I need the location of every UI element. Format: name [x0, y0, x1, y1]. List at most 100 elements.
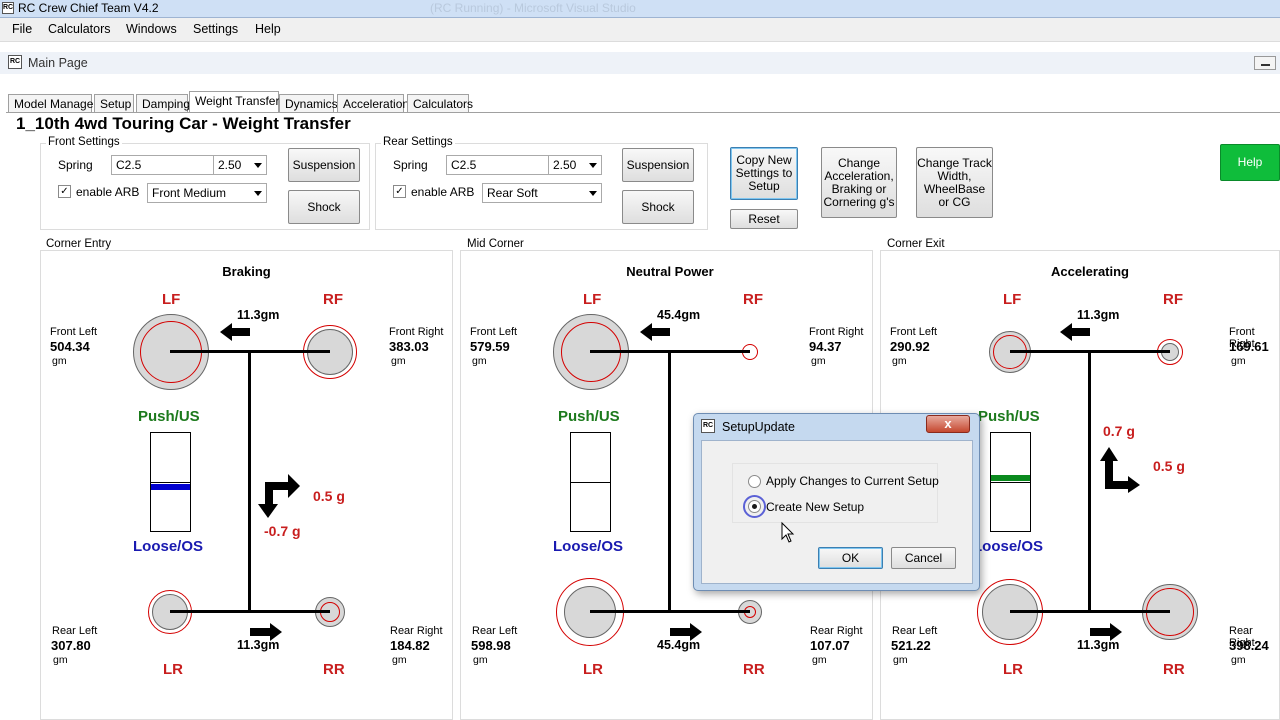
loose-os-label: Loose/OS: [553, 538, 624, 555]
front-spring-rate-value: 2.50: [218, 158, 242, 172]
arrow-right-icon: [250, 623, 282, 641]
g-longitudinal-label: 0.7 g: [1103, 423, 1135, 439]
front-left-value: 290.92: [890, 339, 930, 354]
option-group: [732, 463, 938, 523]
front-arb-value: Front Medium: [152, 186, 227, 200]
rear-left-value: 521.22: [891, 638, 931, 653]
front-left-unit: gm: [892, 355, 907, 367]
tab-model-manager[interactable]: Model Manager: [8, 94, 97, 112]
minimize-icon[interactable]: [1254, 56, 1276, 70]
g-vector-icon: [258, 474, 300, 518]
front-transfer-label: 11.3gm: [237, 308, 280, 322]
balance-bar: [151, 484, 190, 490]
setup-update-dialog: RC SetupUpdate x Apply Changes to Curren…: [693, 413, 980, 591]
chevron-down-icon: [254, 191, 262, 196]
rear-spring-rate-value: 2.50: [553, 158, 577, 172]
rear-spring-rate[interactable]: 2.50: [548, 155, 602, 175]
apply-changes-label: Apply Changes to Current Setup: [766, 474, 939, 488]
ok-button[interactable]: OK: [818, 547, 883, 569]
tab-acceleration[interactable]: Acceleration: [337, 94, 409, 112]
front-spring-rate[interactable]: 2.50: [213, 155, 267, 175]
front-arb-label: enable ARB: [76, 185, 140, 199]
chevron-down-icon: [589, 163, 597, 168]
rear-arb-label: enable ARB: [411, 185, 475, 199]
menu-calculators[interactable]: Calculators: [48, 22, 111, 36]
balance-meter: [570, 432, 611, 532]
create-new-radio[interactable]: [748, 500, 761, 513]
lr-label: LR: [583, 661, 603, 678]
front-left-name: Front Left: [470, 326, 518, 338]
rear-spring-name[interactable]: C2.5: [446, 155, 549, 175]
front-right-value: 94.37: [809, 339, 842, 354]
change-acceleration-button[interactable]: Change Acceleration, Braking or Cornerin…: [821, 147, 897, 218]
menu-windows[interactable]: Windows: [126, 22, 177, 36]
menu-settings[interactable]: Settings: [193, 22, 239, 36]
rf-label: RF: [323, 291, 343, 308]
help-button[interactable]: Help: [1220, 144, 1280, 181]
rear-arb-checkbox[interactable]: ✓: [393, 185, 406, 198]
menu-help[interactable]: Help: [255, 22, 281, 36]
rear-transfer-label: 45.4gm: [657, 638, 701, 652]
loose-os-label: Loose/OS: [973, 538, 1044, 555]
tab-damping[interactable]: Damping: [136, 94, 190, 112]
rr-label: RR: [743, 661, 765, 678]
lf-label: LF: [162, 291, 181, 308]
rear-left-unit: gm: [893, 654, 908, 666]
rear-left-unit: gm: [473, 654, 488, 666]
apply-changes-radio[interactable]: [748, 475, 761, 488]
rear-shock-button[interactable]: Shock: [622, 190, 694, 224]
arrow-left-icon: [1060, 323, 1090, 341]
front-spring-name[interactable]: C2.5: [111, 155, 214, 175]
rear-right-value: 184.82: [390, 638, 430, 653]
front-suspension-button[interactable]: Suspension: [288, 148, 360, 182]
rear-right-name: Rear Right: [390, 625, 443, 637]
front-right-name: Front Right: [389, 326, 444, 338]
app-icon: RC: [701, 419, 715, 433]
front-right-name: Front Right: [1229, 326, 1255, 350]
front-shock-button[interactable]: Shock: [288, 190, 360, 224]
tab-weight-transfer[interactable]: Weight Transfer: [189, 91, 279, 112]
dialog-title: SetupUpdate: [722, 420, 795, 434]
cancel-button[interactable]: Cancel: [891, 547, 956, 569]
close-icon[interactable]: x: [926, 415, 970, 433]
tab-dynamics[interactable]: Dynamics: [279, 94, 338, 112]
change-track-button[interactable]: Change Track Width, WheelBase or CG: [916, 147, 993, 218]
lf-label: LF: [1003, 291, 1022, 308]
rear-right-value: 398.24: [1229, 638, 1269, 653]
rear-arb-select[interactable]: Rear Soft: [482, 183, 602, 203]
chevron-down-icon: [589, 191, 597, 196]
front-left-name: Front Left: [50, 326, 98, 338]
front-transfer-label: 45.4gm: [657, 308, 701, 322]
rr-label: RR: [323, 661, 345, 678]
rear-right-unit: gm: [812, 654, 827, 666]
balance-bar: [991, 475, 1030, 481]
chassis-spine: [1088, 350, 1091, 613]
corner-exit-label: Corner Exit: [885, 238, 947, 250]
front-right-unit: gm: [1231, 355, 1246, 367]
front-right-unit: gm: [811, 355, 826, 367]
rear-transfer-label: 11.3gm: [1077, 638, 1120, 652]
front-right-value: 169.61: [1229, 339, 1269, 354]
front-left-value: 504.34: [50, 339, 90, 354]
rear-left-name: Rear Left: [52, 625, 98, 637]
rear-suspension-button[interactable]: Suspension: [622, 148, 694, 182]
tab-setup[interactable]: Setup: [94, 94, 134, 112]
reset-button[interactable]: Reset: [730, 209, 798, 229]
mid-corner-label: Mid Corner: [465, 238, 526, 250]
tab-calculators[interactable]: Calculators: [407, 94, 473, 112]
rear-arb-value: Rear Soft: [487, 186, 538, 200]
rear-right-unit: gm: [1231, 654, 1246, 666]
rear-right-name: Rear Right: [1229, 625, 1255, 649]
menu-file[interactable]: File: [12, 22, 33, 36]
rear-left-value: 598.98: [471, 638, 511, 653]
front-settings-label: Front Settings: [46, 136, 122, 148]
g-lateral-label: 0.5 g: [313, 488, 345, 504]
copy-settings-button[interactable]: Copy New Settings to Setup: [730, 147, 798, 200]
app-icon: RC: [2, 2, 14, 14]
front-arb-select[interactable]: Front Medium: [147, 183, 267, 203]
chassis-spine: [248, 350, 251, 613]
front-left-unit: gm: [52, 355, 67, 367]
front-arb-checkbox[interactable]: ✓: [58, 185, 71, 198]
page-title: 1_10th 4wd Touring Car - Weight Transfer: [16, 114, 351, 133]
balance-meter: [150, 432, 191, 532]
